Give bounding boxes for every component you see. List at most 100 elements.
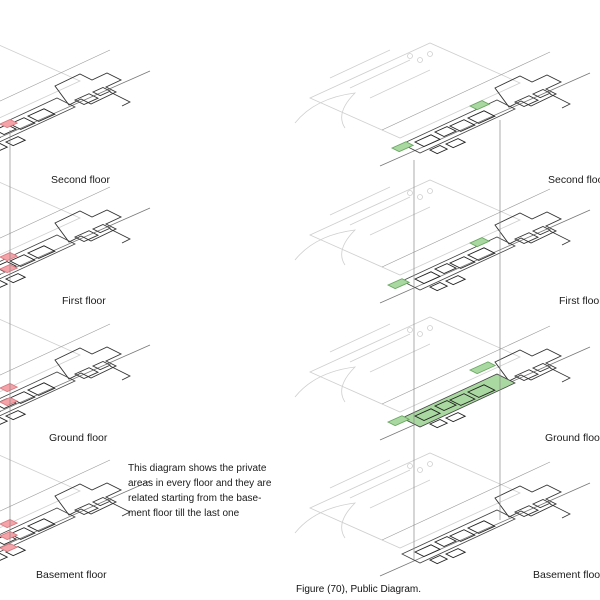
room (448, 256, 476, 269)
right-label-ground-floor: Ground floor (545, 432, 600, 444)
tree-symbol (417, 57, 423, 63)
wing-detail (109, 228, 131, 244)
left-floor-stack (0, 45, 151, 561)
room (4, 136, 27, 147)
tree-symbol (417, 467, 423, 473)
wing-detail (549, 93, 571, 109)
site-outline (0, 182, 81, 256)
site-outline (309, 452, 521, 549)
room (0, 124, 18, 135)
wing-outline (54, 482, 123, 516)
road-line (0, 207, 151, 275)
left-label-ground-floor: Ground floor (49, 432, 108, 444)
right-label-first-floor: First floor (559, 295, 600, 307)
room (448, 393, 476, 406)
room (8, 117, 36, 130)
highlighted-room (0, 543, 19, 553)
wing-room (531, 226, 552, 236)
faint-lines (329, 459, 431, 509)
road-line (379, 72, 591, 167)
wing-room (91, 87, 112, 97)
faint-lines (329, 323, 431, 373)
wing-outline (494, 348, 563, 382)
room (428, 145, 449, 155)
room (0, 280, 9, 288)
road-line (379, 209, 591, 304)
tree-symbol (417, 331, 423, 337)
road-line (0, 480, 151, 548)
room (0, 143, 9, 151)
room (8, 527, 36, 540)
edge-line (381, 51, 551, 131)
faint-lines (329, 186, 431, 236)
site-outline (309, 316, 521, 413)
room (428, 419, 449, 429)
room (433, 400, 458, 411)
wing-room (73, 503, 100, 515)
room (444, 412, 467, 423)
room (4, 410, 27, 421)
wing-room (513, 505, 540, 517)
description-line: areas in every floor and they are (128, 478, 272, 489)
highlighted-room (0, 519, 19, 529)
tree-symbol (427, 325, 433, 331)
wing-room (73, 367, 100, 379)
room (448, 119, 476, 132)
edge-line (0, 323, 111, 376)
curved-path (294, 229, 357, 266)
room (466, 110, 496, 124)
curved-path (294, 502, 357, 539)
room (26, 245, 56, 259)
wing-room (513, 232, 540, 244)
room (413, 544, 442, 557)
room (0, 553, 9, 561)
wing-outline (494, 211, 563, 245)
right-label-basement-floor: Basement floor (533, 569, 600, 581)
edge-line (0, 49, 111, 102)
room (433, 536, 458, 547)
room (433, 263, 458, 274)
building-slab (401, 99, 516, 154)
wing-detail (109, 91, 131, 107)
edge-line (0, 186, 111, 239)
highlighted-room (468, 237, 491, 248)
edge-line (381, 461, 551, 541)
wing-room (91, 361, 112, 371)
highlighted-room (390, 141, 415, 153)
highlighted-room (0, 252, 19, 262)
room (413, 271, 442, 284)
wing-room (91, 224, 112, 234)
room (466, 247, 496, 261)
site-outline (0, 319, 81, 393)
road-line (379, 482, 591, 577)
highlighted-room (386, 278, 411, 290)
highlighted-room (468, 361, 497, 375)
wing-room (513, 369, 540, 381)
right-floor-stack (294, 42, 591, 577)
left-label-second-floor: Second floor (51, 174, 110, 186)
edge-line (381, 188, 551, 268)
highlighted-room (468, 100, 491, 111)
wing-room (73, 93, 100, 105)
tree-symbol (427, 188, 433, 194)
site-outline (0, 45, 81, 119)
highlighted-room (0, 397, 19, 407)
room (444, 138, 467, 149)
tree-symbol (417, 194, 423, 200)
tree-symbol (407, 463, 413, 469)
faint-lines (329, 49, 431, 99)
room (466, 384, 496, 398)
room (26, 382, 56, 396)
room (8, 391, 36, 404)
room (413, 134, 442, 147)
left-label-first-floor: First floor (62, 295, 106, 307)
room (428, 282, 449, 292)
room (433, 126, 458, 137)
wing-detail (549, 367, 571, 383)
highlighted-room (386, 415, 411, 427)
wing-room (531, 363, 552, 373)
curved-path (294, 92, 357, 129)
description-line: ment floor till the last one (128, 508, 240, 519)
wing-detail (549, 503, 571, 519)
wing-room (513, 95, 540, 107)
